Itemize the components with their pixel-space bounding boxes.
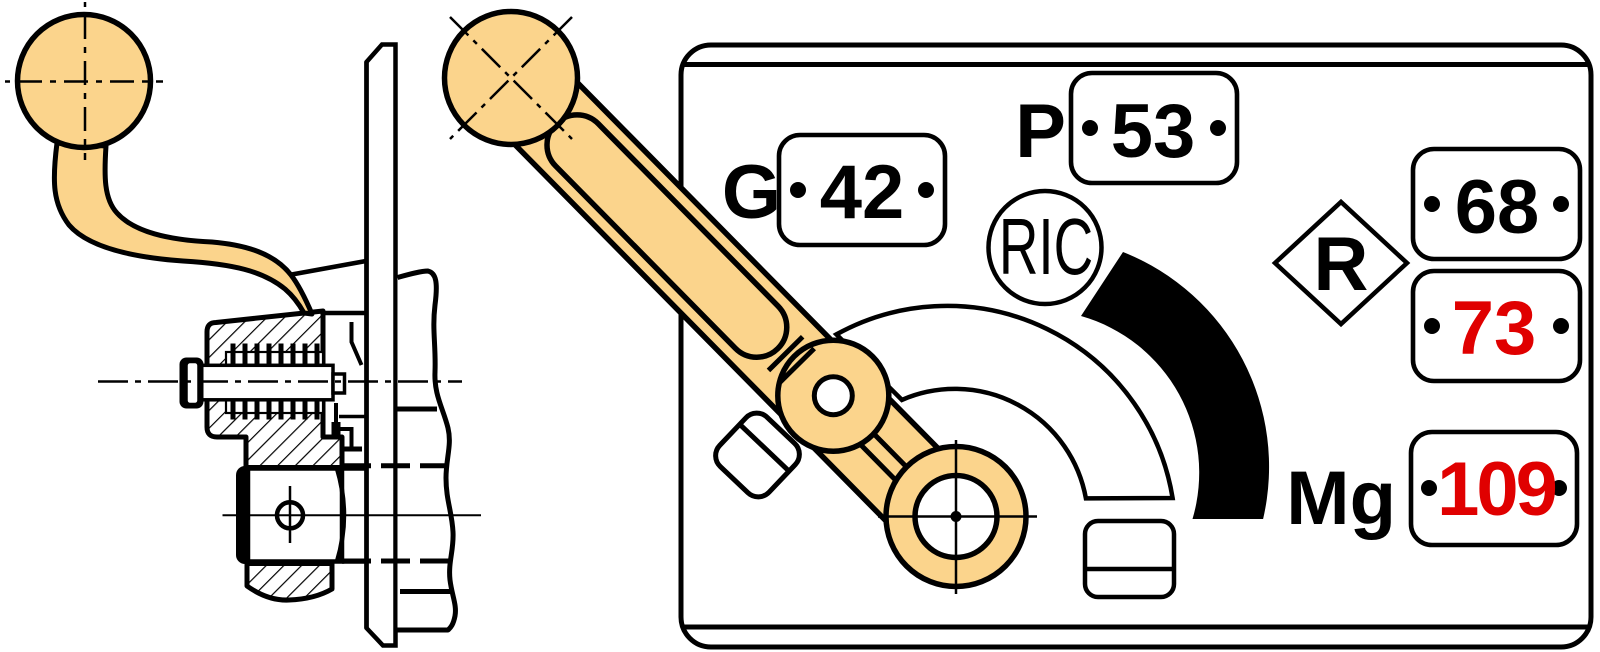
svg-text:RIC: RIC (999, 202, 1093, 292)
svg-text:109: 109 (1437, 447, 1556, 532)
svg-text:53: 53 (1111, 89, 1196, 174)
svg-text:R: R (1314, 222, 1369, 307)
svg-text:42: 42 (820, 150, 905, 235)
svg-text:G: G (722, 150, 781, 235)
svg-text:P: P (1015, 89, 1066, 174)
svg-text:73: 73 (1452, 286, 1537, 371)
svg-text:Mg: Mg (1286, 456, 1396, 541)
svg-text:68: 68 (1455, 165, 1540, 250)
